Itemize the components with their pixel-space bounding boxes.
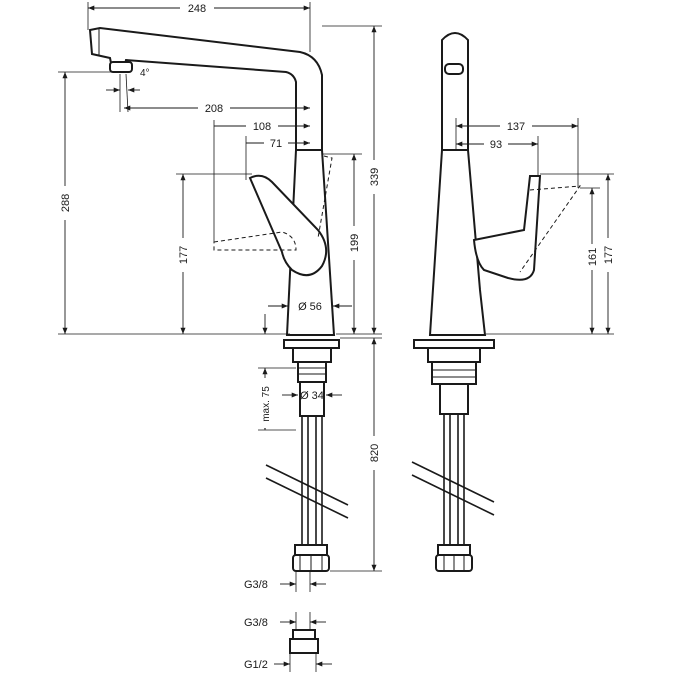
dim-137: 137 — [507, 121, 525, 133]
side-base-plate — [413, 339, 495, 349]
dim-max-75: max. 75 — [261, 386, 272, 422]
spout — [88, 26, 323, 151]
spout-aerator — [109, 61, 133, 73]
front-hose-nut — [294, 544, 328, 556]
dim-339: 339 — [369, 168, 381, 186]
dim-208: 208 — [205, 103, 223, 115]
side-dimensions: 137 93 161 177 — [455, 118, 616, 335]
dim-108: 108 — [253, 121, 271, 133]
dim-g38-adapter: G3/8 — [244, 617, 268, 629]
lever-handle — [248, 174, 328, 277]
dim-71: 71 — [270, 138, 282, 150]
dim-g38-hose: G3/8 — [244, 579, 268, 591]
dim-177-side: 177 — [603, 246, 615, 264]
adapter-top — [292, 629, 316, 640]
dim-820: 820 — [369, 444, 381, 462]
side-spout — [441, 32, 469, 151]
dim-288: 288 — [60, 194, 72, 212]
dim-diameter-56: Ø 56 — [298, 301, 322, 313]
adapter-body — [289, 638, 319, 654]
dim-g12: G1/2 — [244, 659, 268, 671]
front-view — [88, 26, 349, 654]
dim-diameter-34: Ø 34 — [300, 390, 324, 402]
front-base-ring — [292, 347, 332, 363]
front-dimensions: 248 4° 208 108 71 288 339 — [56, 0, 382, 672]
dim-199: 199 — [349, 234, 361, 252]
side-body — [428, 149, 487, 336]
dim-177-front: 177 — [178, 246, 190, 264]
dim-93: 93 — [490, 139, 502, 151]
front-base-plate — [283, 339, 340, 349]
dim-161: 161 — [587, 248, 599, 266]
front-threaded-shank — [297, 361, 327, 383]
front-shank-tube — [299, 381, 325, 417]
dim-248: 248 — [188, 3, 206, 15]
dim-4deg: 4° — [140, 68, 150, 79]
side-lever — [472, 175, 542, 281]
side-threaded-shank — [431, 361, 477, 385]
side-view — [411, 32, 582, 572]
